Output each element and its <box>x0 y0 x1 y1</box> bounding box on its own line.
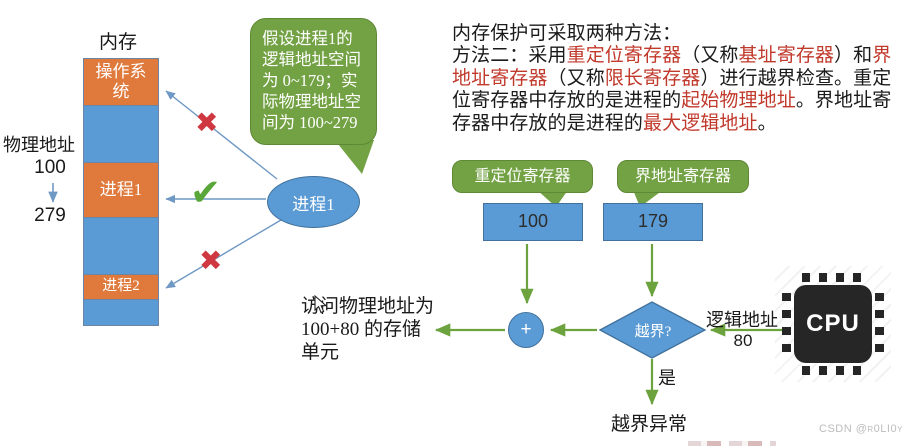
text-segment: 方法二：采用 <box>452 45 567 67</box>
address-start: 100 <box>34 157 66 178</box>
memory-block-process2: 进程2 <box>83 274 159 300</box>
max-logical-address-term: 最大逻辑地址 <box>643 112 758 134</box>
methods-heading: 内存保护可采取两种方法： <box>452 23 682 44</box>
address-end: 279 <box>34 205 66 226</box>
adder-node: + <box>508 312 544 348</box>
memory-block-os: 操作系统 <box>83 58 159 106</box>
memory-title: 内存 <box>99 32 138 53</box>
process1-label: 进程1 <box>292 194 335 214</box>
chip-body: CPU <box>794 285 872 363</box>
cross-icon: ✖ <box>199 244 223 277</box>
length-register-term: 限长寄存器 <box>604 67 701 89</box>
chip-pins-right <box>875 293 884 355</box>
logical-address-label: 逻辑地址 <box>706 310 778 330</box>
base-register-term: 基址寄存器 <box>738 45 835 67</box>
memory-column: 操作系统 进程1 进程2 <box>83 58 159 326</box>
mouse-cursor-icon <box>314 295 328 314</box>
relocation-register-value: 100 <box>483 203 583 241</box>
csdn-watermark: CSDN @r0LI0y <box>819 423 903 435</box>
memory-block-free-2 <box>83 217 159 275</box>
memory-block-process1: 进程1 <box>83 162 159 218</box>
text-segment: （又称 <box>547 67 605 89</box>
memory-access-result-text: 访问物理地址为 100+80 的存储单元 <box>301 296 435 363</box>
check-icon: ✔ <box>190 171 222 214</box>
memory-block-free-1 <box>83 105 159 163</box>
chip-pins-top <box>802 273 864 282</box>
cross-icon: ✖ <box>195 106 219 139</box>
text-segment: ）进行越界检查。重定位寄存器中存放的是进程的 <box>452 67 892 112</box>
method2-paragraph: 方法二：采用重定位寄存器（又称基址寄存器）和界地址寄存器（又称限长寄存器）进行越… <box>452 45 903 135</box>
text-segment: ）和 <box>834 45 873 67</box>
description-text: 内存保护可采取两种方法： 方法二：采用重定位寄存器（又称基址寄存器）和界地址寄存… <box>452 23 904 135</box>
text-segment: 。界地址寄存器中存放的是进程的 <box>452 90 892 134</box>
cpu-chip-icon: CPU <box>775 266 891 382</box>
relocation-register-callout: 重定位寄存器 <box>452 160 593 193</box>
text-segment: 。 <box>757 112 777 134</box>
limit-register-term: 界地址寄存器 <box>452 45 892 89</box>
limit-register-callout: 界地址寄存器 <box>617 160 749 193</box>
chip-pins-bottom <box>802 366 864 375</box>
arrow-to-process2 <box>165 219 282 289</box>
logical-address-value: 80 <box>733 331 753 350</box>
limit-register-value: 179 <box>603 203 703 241</box>
yes-branch-label: 是 <box>658 368 676 388</box>
memory-block-free-3 <box>83 299 159 326</box>
physical-address-label: 物理地址 <box>3 135 75 155</box>
cpu-label: CPU <box>806 310 860 337</box>
relocation-register-term: 重定位寄存器 <box>566 45 682 67</box>
cutoff-fragment <box>688 441 776 446</box>
chip-pins-left <box>782 293 791 355</box>
exception-label: 越界异常 <box>611 414 688 435</box>
assumption-callout: 假设进程1的逻辑地址空间为 0~179；实际物理地址空间为 100~279 <box>250 18 377 145</box>
start-physical-address-term: 起始物理地址 <box>681 90 796 112</box>
assumption-text: 假设进程1的逻辑地址空间为 0~179；实际物理地址空间为 100~279 <box>262 29 361 132</box>
text-segment: （又称 <box>681 45 739 67</box>
decision-label: 越界? <box>634 324 672 340</box>
process1-ellipse: 进程1 <box>267 176 360 228</box>
